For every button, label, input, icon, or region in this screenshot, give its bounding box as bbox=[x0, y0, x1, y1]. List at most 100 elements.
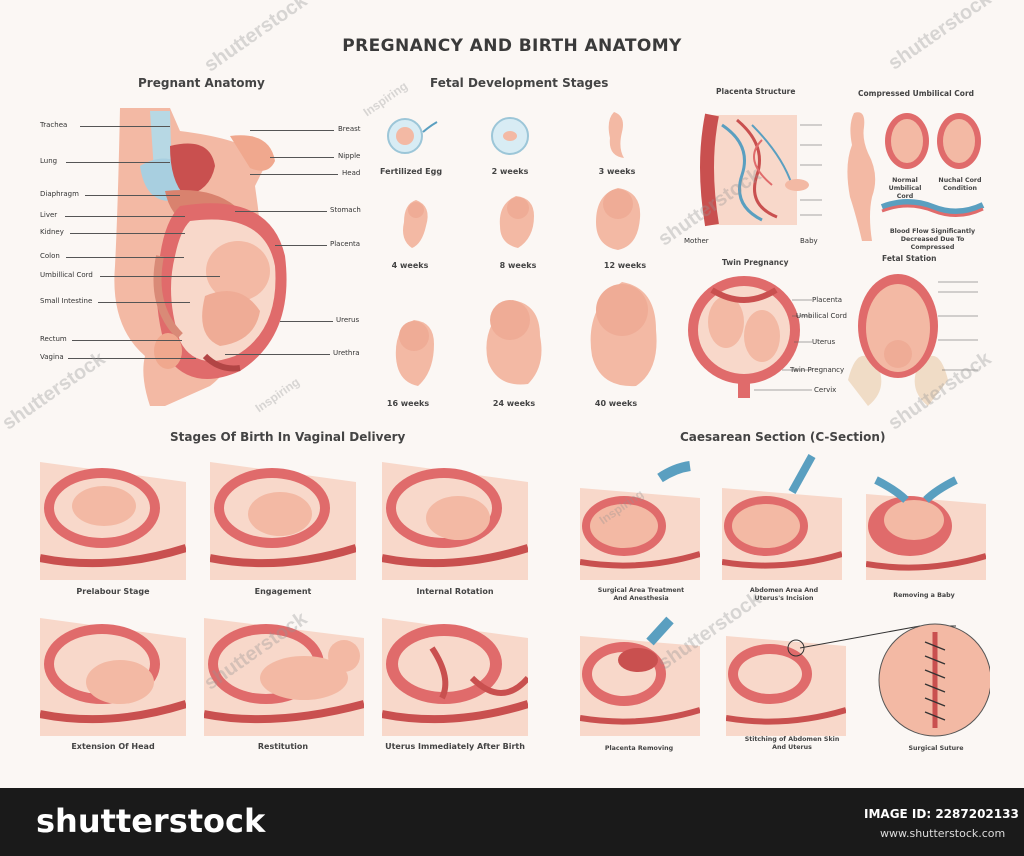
twin-pregnancy-illustration bbox=[688, 276, 812, 398]
csection-step-label: Stitching of Abdomen Skin And Uterus bbox=[744, 736, 840, 751]
label-stomach: Stomach bbox=[330, 206, 361, 214]
label-uterus: Urerus bbox=[336, 316, 360, 324]
placenta-structure-heading: Placenta Structure bbox=[716, 87, 796, 96]
fetal-stage-label: 24 weeks bbox=[492, 399, 536, 408]
label-umbilical-cord: Umbillical Cord bbox=[40, 271, 93, 279]
twin-label-uterus: Uterus bbox=[812, 338, 836, 346]
birth-stage-illustration bbox=[40, 618, 186, 736]
stages-of-birth-heading: Stages Of Birth In Vaginal Delivery bbox=[170, 430, 406, 444]
birth-stage-illustration bbox=[210, 462, 356, 580]
fetal-station-heading: Fetal Station bbox=[882, 254, 937, 263]
leader-line bbox=[65, 216, 185, 217]
cord-note: Blood Flow Significantly Decreased Due T… bbox=[889, 228, 976, 251]
twin-label-twin-pregnancy: Twin Pregnancy bbox=[790, 366, 845, 374]
placenta-baby-label: Baby bbox=[800, 237, 818, 245]
leader-line bbox=[250, 130, 334, 131]
birth-stage-label: Uterus Immediately After Birth bbox=[385, 742, 525, 751]
csection-step-illustration bbox=[726, 636, 846, 736]
csection-step-illustration bbox=[580, 461, 700, 580]
footer-brand-logo: shutterstock bbox=[36, 802, 266, 840]
leader-line bbox=[66, 257, 184, 258]
fetal-stage-label: 2 weeks bbox=[491, 167, 529, 176]
footer-image-id: IMAGE ID: 2287202133 bbox=[864, 807, 1019, 821]
surgical-suture-illustration bbox=[799, 623, 990, 737]
label-trachea: Trachea bbox=[40, 121, 68, 129]
label-lung: Lung bbox=[40, 157, 58, 165]
birth-stage-label: Engagement bbox=[254, 587, 312, 596]
label-head: Head bbox=[342, 169, 361, 177]
caesarean-heading: Caesarean Section (C-Section) bbox=[680, 430, 886, 444]
pregnant-anatomy-illustration bbox=[114, 108, 287, 406]
leader-line bbox=[98, 302, 190, 303]
normal-cord-label: Normal Umbilical Cord bbox=[888, 177, 922, 200]
fetal-stage-label: Fertilized Egg bbox=[380, 167, 443, 176]
fetal-development-heading: Fetal Development Stages bbox=[430, 76, 609, 90]
leader-line bbox=[70, 233, 185, 234]
birth-stage-label: Extension Of Head bbox=[71, 742, 155, 751]
csection-step-illustration bbox=[580, 616, 700, 736]
label-small-intestine: Small Intestine bbox=[40, 297, 93, 305]
birth-stage-illustration bbox=[382, 462, 528, 580]
csection-step-label: Placenta Removing bbox=[604, 745, 674, 752]
leader-line bbox=[280, 321, 333, 322]
label-diaphragm: Diaphragm bbox=[40, 190, 79, 198]
label-liver: Liver bbox=[40, 211, 58, 219]
nuchal-cord-label: Nuchal Cord Condition bbox=[938, 177, 982, 192]
leader-line bbox=[72, 340, 182, 341]
week4-illustration bbox=[403, 200, 428, 248]
pregnant-anatomy-heading: Pregnant Anatomy bbox=[138, 76, 265, 90]
leader-line bbox=[250, 174, 338, 175]
leader-line bbox=[225, 354, 330, 355]
twin-label-umbilical-cord: Umbilical Cord bbox=[796, 312, 847, 320]
compressed-cord-illustration bbox=[847, 112, 985, 241]
leader-line bbox=[68, 358, 196, 359]
leader-line bbox=[66, 162, 170, 163]
leader-line bbox=[270, 157, 334, 158]
week40-illustration bbox=[590, 282, 657, 387]
week12-illustration bbox=[596, 188, 641, 250]
leader-line bbox=[80, 126, 170, 127]
footer-bar: shutterstock IMAGE ID: 2287202133 www.sh… bbox=[0, 788, 1024, 856]
label-urethra: Urethra bbox=[333, 349, 360, 357]
label-vagina: Vagina bbox=[40, 353, 64, 361]
twin-label-cervix: Cervix bbox=[814, 386, 837, 394]
week16-illustration bbox=[395, 320, 434, 386]
csection-step-label: Surgical Area Treatment And Anesthesia bbox=[597, 587, 685, 602]
week3-illustration bbox=[608, 112, 624, 158]
birth-stage-label: Internal Rotation bbox=[416, 587, 494, 596]
twin-pregnancy-heading: Twin Pregnancy bbox=[722, 258, 789, 267]
leader-line bbox=[235, 211, 327, 212]
label-colon: Colon bbox=[40, 252, 60, 260]
birth-stage-illustration bbox=[382, 618, 528, 736]
leader-line bbox=[100, 276, 220, 277]
birth-stage-illustration bbox=[204, 618, 364, 736]
week2-illustration bbox=[491, 117, 529, 155]
footer-site-url: www.shutterstock.com bbox=[880, 827, 1006, 840]
birth-stage-illustration bbox=[40, 462, 186, 580]
fetal-station-illustration bbox=[848, 274, 978, 406]
fertilized-egg-illustration bbox=[387, 118, 438, 154]
label-rectum: Rectum bbox=[40, 335, 67, 343]
birth-stage-label: Restitution bbox=[257, 742, 309, 751]
twin-label-placenta: Placenta bbox=[812, 296, 843, 304]
leader-line bbox=[85, 195, 180, 196]
fetal-stage-label: 3 weeks bbox=[598, 167, 636, 176]
week24-illustration bbox=[486, 300, 542, 385]
placenta-structure-illustration bbox=[700, 113, 822, 227]
birth-stage-label: Prelabour Stage bbox=[76, 587, 150, 596]
fetal-stage-label: 40 weeks bbox=[594, 399, 638, 408]
page-title: PREGNANCY AND BIRTH ANATOMY bbox=[342, 36, 682, 56]
leader-line bbox=[275, 245, 327, 246]
csection-step-label: Abdomen Area And Uterus's Incision bbox=[749, 587, 819, 602]
placenta-mother-label: Mother bbox=[684, 237, 709, 245]
week8-illustration bbox=[499, 196, 534, 248]
label-kidney: Kidney bbox=[40, 228, 64, 236]
csection-step-illustration bbox=[722, 454, 842, 580]
fetal-stage-label: 8 weeks bbox=[499, 261, 537, 270]
label-breast: Breast bbox=[338, 125, 361, 133]
fetal-stage-label: 12 weeks bbox=[603, 261, 647, 270]
label-nipple: Nipple bbox=[338, 152, 361, 160]
csection-step-label: Surgical Suture bbox=[908, 745, 964, 752]
fetal-stage-label: 4 weeks bbox=[391, 261, 429, 270]
fetal-stage-label: 16 weeks bbox=[386, 399, 430, 408]
